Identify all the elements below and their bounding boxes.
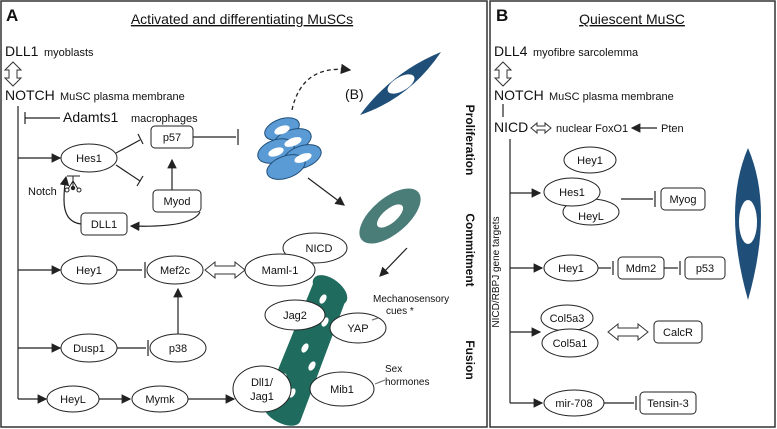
jag2-label: Jag2 (283, 310, 307, 322)
dll1-ligand: DLL1 (5, 43, 39, 59)
mib1-node (309, 371, 375, 407)
yap-node (329, 312, 387, 344)
tensin3-node (639, 391, 697, 415)
notch-feedback-loop (59, 175, 82, 225)
adamts1-context: macrophages (131, 113, 198, 125)
p53-node (684, 256, 726, 280)
notch-context-b: MuSC plasma membrane (549, 91, 674, 103)
nicd-rbpj-label: NICD/RBPJ gene targets (491, 216, 502, 327)
phase-fusion: Fusion (463, 340, 477, 379)
foxo1-label: nuclear FoxO1 (556, 123, 628, 135)
myod-label: Myod (164, 196, 191, 208)
myod-activates-dll1 (129, 211, 201, 232)
myog-label: Myog (670, 194, 697, 206)
dll1-jag1-node (232, 365, 292, 413)
mdm2-label: Mdm2 (626, 263, 657, 275)
oscillation-icon (64, 175, 82, 193)
mef2c-label: Mef2c (160, 265, 190, 277)
sex-hormones-label-1: Sex (385, 364, 402, 375)
calcr-label: CalcR (663, 327, 693, 339)
notch-receptor-b: NOTCH (494, 87, 544, 103)
hey1-top-node (563, 146, 617, 174)
mef2c-node (146, 255, 204, 285)
myog-node (660, 187, 706, 211)
notch-loop-label: Notch (28, 186, 57, 198)
mechanosensory-arrow (371, 317, 379, 321)
panel-b-frame (489, 0, 776, 428)
mechanosensory-label-2: cues * (386, 306, 414, 317)
phase-proliferation: Proliferation (463, 105, 477, 176)
pten-label: Pten (661, 123, 684, 135)
phase-commitment: Commitment (463, 213, 477, 286)
dll4-ligand: DLL4 (494, 43, 528, 59)
panel-b-label: B (496, 6, 508, 25)
mir708-label: mir-708 (555, 398, 592, 410)
proliferation-to-commitment-arrow (307, 177, 345, 206)
heyl-b-label: HeyL (578, 211, 604, 223)
dll1-jag1-label-2: Jag1 (250, 391, 274, 403)
panel-b-title: Quiescent MuSC (579, 11, 685, 27)
mef2c-maml1-interaction (204, 260, 246, 280)
col5a1-label: Col5a1 (553, 338, 588, 350)
panel-b-reference: (B) (345, 86, 364, 102)
sex-hormones-arrow (374, 379, 386, 385)
hes1-node (60, 143, 118, 173)
panel-a-label: A (6, 6, 18, 25)
nicd-b: NICD (494, 119, 528, 135)
p38-label: p38 (169, 343, 187, 355)
col5a3-label: Col5a3 (550, 313, 585, 325)
maml1-node (244, 253, 316, 287)
dll1-box-label: DLL1 (91, 219, 117, 231)
nicd-label: NICD (306, 243, 333, 255)
sex-hormones-label-2: hormones (385, 377, 429, 388)
calcr-node (653, 320, 703, 344)
quiescent-cell-icon (360, 52, 441, 115)
notch-receptor: NOTCH (5, 87, 55, 103)
hes1-inhibits-p57 (137, 133, 144, 145)
hes1-inhibits-myod (136, 175, 144, 187)
heyl-label: HeyL (60, 394, 86, 406)
notch-context: MuSC plasma membrane (60, 91, 185, 103)
myod-node (152, 189, 202, 213)
yap-label: YAP (347, 323, 368, 335)
panel-a-title: Activated and differentiating MuSCs (131, 11, 353, 27)
hes1-label: Hes1 (76, 153, 102, 165)
commitment-to-fusion-arrow (379, 247, 408, 277)
interaction-double-arrow-b (493, 61, 513, 87)
committed-cell-icon (359, 188, 421, 244)
maml1-label: Maml-1 (262, 265, 299, 277)
col5a1-node (541, 328, 599, 358)
proliferating-cells-icon (257, 117, 322, 180)
dll1-context: myoblasts (44, 47, 94, 59)
hey1-top-label: Hey1 (577, 155, 603, 167)
nicd-node (282, 232, 348, 264)
hey1-b-label: Hey1 (558, 263, 584, 275)
jag2-node (264, 299, 326, 331)
tensin3-label: Tensin-3 (647, 398, 689, 410)
hes1-b-node (543, 177, 601, 207)
return-to-quiescence-arrow (291, 63, 352, 111)
p57-label: p57 (163, 132, 181, 144)
p53-label: p53 (696, 263, 714, 275)
mechanosensory-label-1: Mechanosensory (373, 294, 449, 305)
dll1-jag1-label-1: Dll1/ (251, 377, 274, 389)
hes1-b-label: Hes1 (559, 187, 585, 199)
nicd-foxo1-interaction (530, 121, 552, 135)
adamts1: Adamts1 (63, 109, 118, 125)
panel-a-frame (0, 0, 488, 428)
dll4-context: myofibre sarcolemma (533, 47, 639, 59)
quiescent-musc-icon (735, 148, 761, 300)
mib1-label: Mib1 (330, 384, 354, 396)
hey1-label: Hey1 (76, 265, 102, 277)
collagen-calcr-interaction (607, 322, 649, 342)
mymk-label: Mymk (145, 394, 175, 406)
dusp1-label: Dusp1 (73, 343, 105, 355)
interaction-double-arrow (3, 61, 23, 87)
